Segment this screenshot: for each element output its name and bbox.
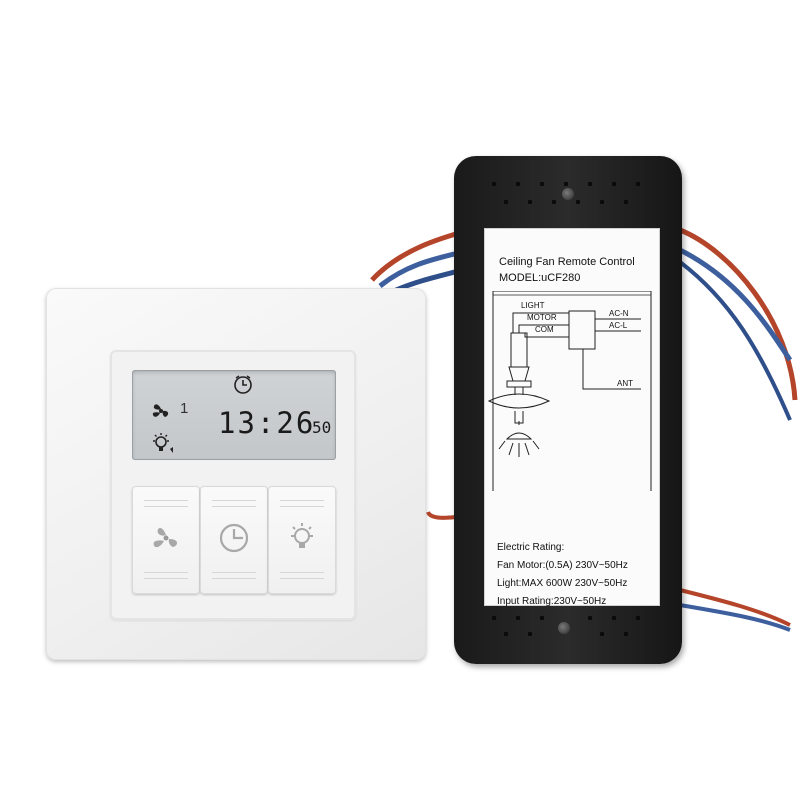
light-button[interactable] — [268, 486, 336, 594]
fan-level-indicator: 1 — [180, 400, 189, 417]
lcd-time: 13:26 — [218, 406, 316, 440]
bottom-screw — [558, 622, 570, 634]
rating-input: Input Rating:230V~50Hz — [497, 596, 607, 607]
fan-icon — [152, 404, 169, 417]
wire-label-ac-l: AC-L — [609, 321, 628, 330]
lcd-display: 1 13:26 50 — [132, 370, 336, 460]
fan-icon — [153, 527, 178, 548]
label-model: MODEL:uCF280 — [499, 272, 581, 284]
ratings-title: Electric Rating: — [497, 542, 565, 553]
switch-panel: 1 13:26 50 — [110, 350, 356, 620]
wiring-diagram — [487, 291, 652, 491]
bulb-icon — [291, 523, 313, 548]
wire-label-com: COM — [535, 325, 554, 334]
label-title: Ceiling Fan Remote Control — [499, 256, 635, 268]
wire-label-motor: MOTOR — [527, 313, 557, 322]
lcd-seconds: 50 — [312, 418, 332, 437]
timer-button[interactable] — [200, 486, 268, 594]
wall-switch-plate: 1 13:26 50 — [46, 288, 426, 660]
wire-label-ant: ANT — [617, 379, 633, 388]
wire-label-ac-n: AC-N — [609, 309, 629, 318]
wire-label-light: LIGHT — [521, 301, 545, 310]
fan-button[interactable] — [132, 486, 200, 594]
fan-receiver-module: Ceiling Fan Remote Control MODEL:uCF280 — [454, 156, 682, 664]
product-label: Ceiling Fan Remote Control MODEL:uCF280 — [484, 228, 660, 607]
rating-fan-motor: Fan Motor:(0.5A) 230V~50Hz — [497, 560, 628, 571]
clock-icon — [219, 523, 249, 553]
bulb-icon — [153, 433, 173, 453]
clock-icon — [234, 375, 252, 394]
top-screw — [562, 188, 574, 200]
rating-light: Light:MAX 600W 230V~50Hz — [497, 578, 628, 589]
